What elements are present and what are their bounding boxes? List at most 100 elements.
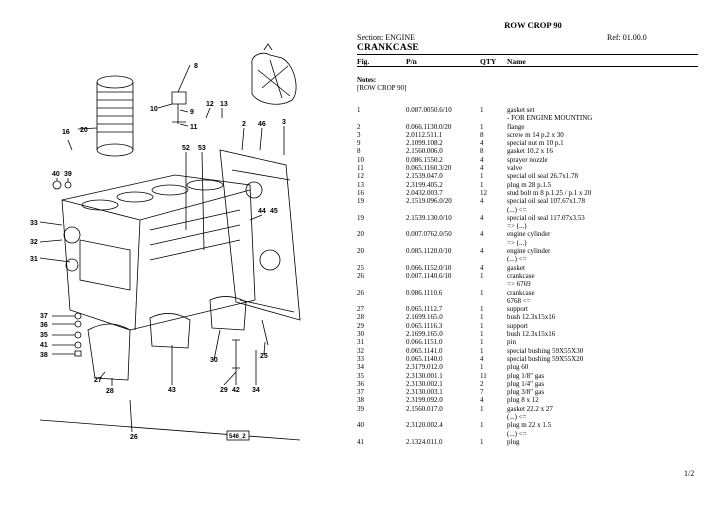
callout-45: 45 (270, 208, 278, 215)
parts-list: ROW CROP 90 Section: ENGINE Ref: 01.00.0… (357, 0, 709, 508)
callout-44: 44 (258, 208, 266, 215)
col-fig: Fig. (357, 57, 370, 66)
cell-pn: 2.1539.047.0 (406, 172, 443, 181)
cell-pn: 0.087.0050.6/10 (406, 106, 452, 114)
cell-fig: 27 (357, 305, 364, 314)
cell-fig: 26 (357, 288, 364, 297)
cell-name: gasket set (507, 106, 535, 114)
cell-fig: 40 (357, 421, 364, 430)
cell-pn: 0.007.1140.6/10 (406, 271, 452, 280)
cell-fig: 13 (357, 180, 364, 189)
gasket-set-bag (251, 43, 297, 105)
cell-fig: 3 (357, 130, 361, 139)
cell-fig: 34 (357, 363, 364, 372)
callout-28: 28 (106, 388, 114, 395)
cell-qty: 1 (480, 404, 484, 413)
table-row: => 6769 (357, 280, 698, 288)
col-name: Name (507, 57, 526, 66)
cell-qty: 1 (480, 180, 484, 189)
cell-pn: 2.1560.017.0 (406, 404, 443, 413)
callout-13: 13 (220, 101, 228, 108)
cell-pn: 2.0432.003.7 (406, 188, 443, 197)
callout-53: 53 (198, 145, 206, 152)
cell-fig: 12 (357, 172, 364, 181)
cell-qty: 1 (480, 122, 484, 131)
cell-pn: 0.065.1140.0 (406, 354, 443, 363)
table-row: - FOR ENGINE MOUNTING (357, 114, 698, 122)
cell-pn: 2.1699.165.0 (406, 313, 443, 322)
cell-fig: 2 (357, 122, 361, 131)
table-row: => (...) (357, 239, 698, 247)
cell-fig: 33 (357, 354, 364, 363)
cell-pn: 2.1324.011.0 (406, 437, 443, 446)
cell-pn: 2.1560.006.0 (406, 147, 443, 156)
header-rule-bottom (357, 66, 698, 67)
callout-20: 20 (80, 127, 88, 134)
cell-pn: 2.1519.096.0/20 (406, 197, 452, 206)
cell-fig: 1 (357, 106, 361, 114)
callout-26: 26 (130, 434, 138, 441)
callout-9: 9 (190, 109, 194, 116)
cell-name: plug m 22 x 1.5 (507, 421, 552, 430)
cell-qty: 2 (480, 379, 484, 388)
callout-52: 52 (182, 145, 190, 152)
notes-value: [ROW CROP 90] (357, 84, 407, 92)
cell-name: plug 60 (507, 363, 529, 372)
cell-qty: 1 (480, 330, 484, 339)
cell-name: plug m 28 p.1.5 (507, 180, 552, 189)
cell-name: sprayer nozzle (507, 155, 548, 164)
table-row: (...) <= (357, 413, 698, 421)
cell-qty: 1 (480, 305, 484, 314)
cell-name: engine cylinder (507, 230, 551, 239)
cell-fig: 35 (357, 371, 364, 380)
callout-10: 10 (150, 106, 158, 113)
cell-qty: 1 (480, 338, 484, 347)
cell-fig: 28 (357, 313, 364, 322)
cell-name: crankcase (507, 271, 535, 280)
cell-qty: 1 (480, 172, 484, 181)
cell-qty: 1 (480, 106, 484, 114)
cell-fig: 25 (357, 263, 364, 272)
cell-pn: 0.086.1550.2 (406, 155, 443, 164)
cell-name: gasket 10.2 x 16 (507, 147, 553, 156)
cell-fig: 8 (357, 147, 361, 156)
callout-29: 29 (220, 387, 228, 394)
cell-pn: 0.065.1160.3/20 (406, 164, 452, 173)
cell-name: (...) <= (507, 429, 527, 438)
table-row: 6768 <= (357, 297, 698, 305)
cell-fig: 20 (357, 247, 364, 256)
cell-name: (...) <= (507, 205, 527, 214)
cell-pn: 2.3120.002.4 (406, 421, 443, 430)
cell-fig: 37 (357, 388, 364, 397)
cell-name: screw m 14 p.2 x 30 (507, 130, 564, 139)
cell-pn: 0.065.1112.7 (406, 305, 443, 314)
cell-name: plug 1/4" gas (507, 379, 545, 388)
crankcase-block (61, 174, 256, 331)
callout-25: 25 (260, 353, 268, 360)
cell-name: gasket (507, 263, 525, 272)
cell-pn: 2.3130.002.1 (406, 379, 443, 388)
support-front (87, 323, 131, 381)
callout-2: 2 (242, 121, 246, 128)
table-row: => (...) (357, 222, 698, 230)
cell-name: engine cylinder (507, 247, 551, 256)
cell-qty: 4 (480, 213, 484, 222)
callout-36: 36 (40, 322, 48, 329)
cell-name: stud bolt m 8 p.1.25 / p.1 x 20 (507, 188, 592, 197)
callout-33: 33 (30, 220, 38, 227)
callout-43: 43 (168, 387, 176, 394)
table-row: (...) <= (357, 255, 698, 263)
cell-qty: 1 (480, 421, 484, 430)
cell-fig: 9 (357, 139, 361, 148)
cell-qty: 11 (480, 371, 487, 380)
col-pn: P/n (406, 57, 417, 66)
